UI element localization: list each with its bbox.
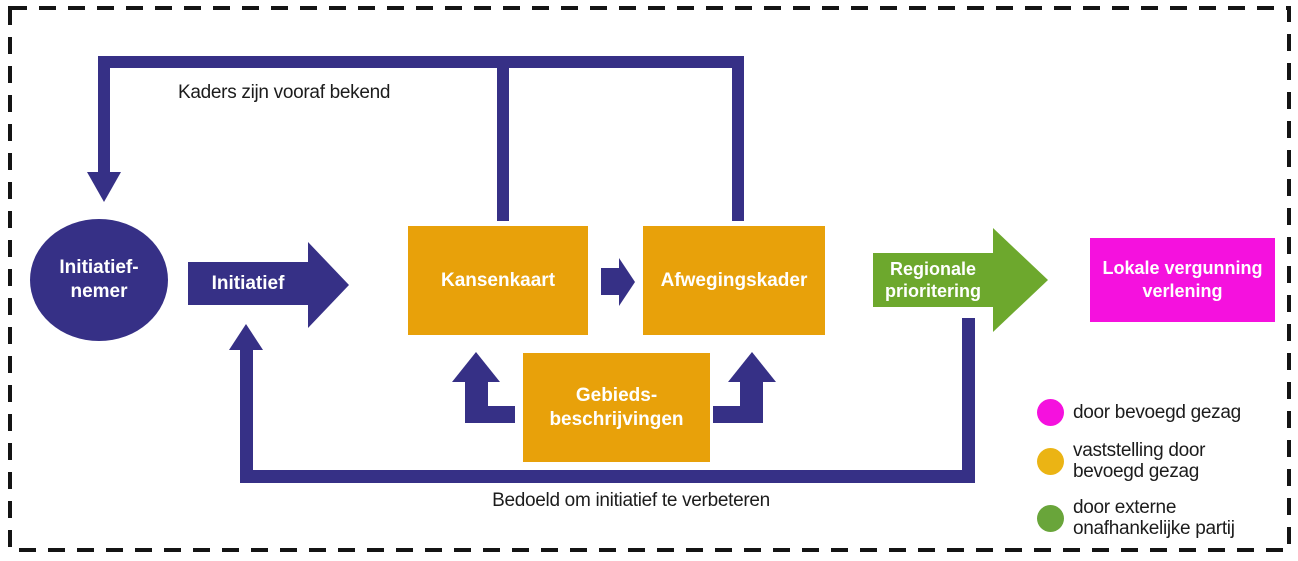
gebieds-label-line1: Gebieds- xyxy=(575,384,658,406)
kansenkaart-label: Kansenkaart xyxy=(440,269,556,291)
legend-dot-green xyxy=(1037,505,1064,532)
node-lokale-vergunning: Lokale vergunning verlening xyxy=(1090,238,1275,322)
edge-top-horizontal xyxy=(98,56,744,68)
regionale-label-line1: Regionale xyxy=(889,258,977,279)
regionale-arrow-head xyxy=(993,228,1048,332)
small-arrow-head xyxy=(619,258,635,306)
legend-label-3: door externe onafhankelijke partij xyxy=(1073,497,1235,539)
bent-arrow-left-shaft xyxy=(465,381,488,423)
legend-label-2-line1: vaststelling door xyxy=(1073,440,1206,461)
edge-feedback-left-vertical xyxy=(240,348,253,472)
arrowhead-up-to-initiatief xyxy=(229,324,263,350)
regionale-arrow-body: Regionale prioritering xyxy=(873,253,993,307)
permit-label-line2: verlening xyxy=(1142,281,1223,301)
legend-label-3-line2: onafhankelijke partij xyxy=(1073,518,1235,539)
edge-top-left-vertical xyxy=(98,56,110,174)
bent-arrow-right-foot xyxy=(713,406,740,423)
node-initiatiefnemer: Initiatief- nemer xyxy=(30,219,168,341)
legend-label-2: vaststelling door bevoegd gezag xyxy=(1073,440,1206,482)
bent-arrow-right-shaft xyxy=(740,381,763,423)
initiatief-arrow-label: Initiatief xyxy=(211,272,285,294)
legend-dot-magenta xyxy=(1037,399,1064,426)
arrowhead-down-to-initiator xyxy=(87,172,121,202)
bent-arrow-right-head xyxy=(728,352,776,382)
gebieds-label-line2: beschrijvingen xyxy=(549,408,684,430)
legend-label-2-line2: bevoegd gezag xyxy=(1073,461,1200,482)
node-afwegingskader: Afwegingskader xyxy=(643,226,825,335)
initiatief-arrow-head xyxy=(308,242,349,328)
initiatiefnemer-label-line2: nemer xyxy=(70,281,128,302)
legend-label-1: door bevoegd gezag xyxy=(1073,402,1241,423)
bent-arrow-left-head xyxy=(452,352,500,382)
bent-arrow-left-foot xyxy=(488,406,515,423)
node-kansenkaart: Kansenkaart xyxy=(408,226,588,335)
edge-feedback-right-vertical xyxy=(962,318,975,480)
afwegingskader-label: Afwegingskader xyxy=(660,269,808,291)
legend-label-1-line1: door bevoegd gezag xyxy=(1073,402,1241,423)
edge-feedback-horizontal xyxy=(240,470,975,483)
initiatiefnemer-label-line1: Initiatief- xyxy=(59,257,139,279)
small-arrow-body xyxy=(601,268,619,295)
bottom-note: Bedoeld om initiatief te verbeteren xyxy=(492,490,770,511)
legend-dot-yellow xyxy=(1037,448,1064,475)
legend-label-3-line1: door externe xyxy=(1073,497,1177,518)
edge-drop-to-afwegingskader xyxy=(732,56,744,221)
permit-label-line1: Lokale vergunning xyxy=(1102,257,1263,278)
node-gebiedsbeschrijvingen: Gebieds- beschrijvingen xyxy=(523,353,710,462)
regionale-label-line2: prioritering xyxy=(884,281,981,301)
top-note: Kaders zijn vooraf bekend xyxy=(178,82,391,103)
initiatief-arrow-body: Initiatief xyxy=(188,262,308,305)
edge-drop-to-kansenkaart xyxy=(497,68,509,221)
